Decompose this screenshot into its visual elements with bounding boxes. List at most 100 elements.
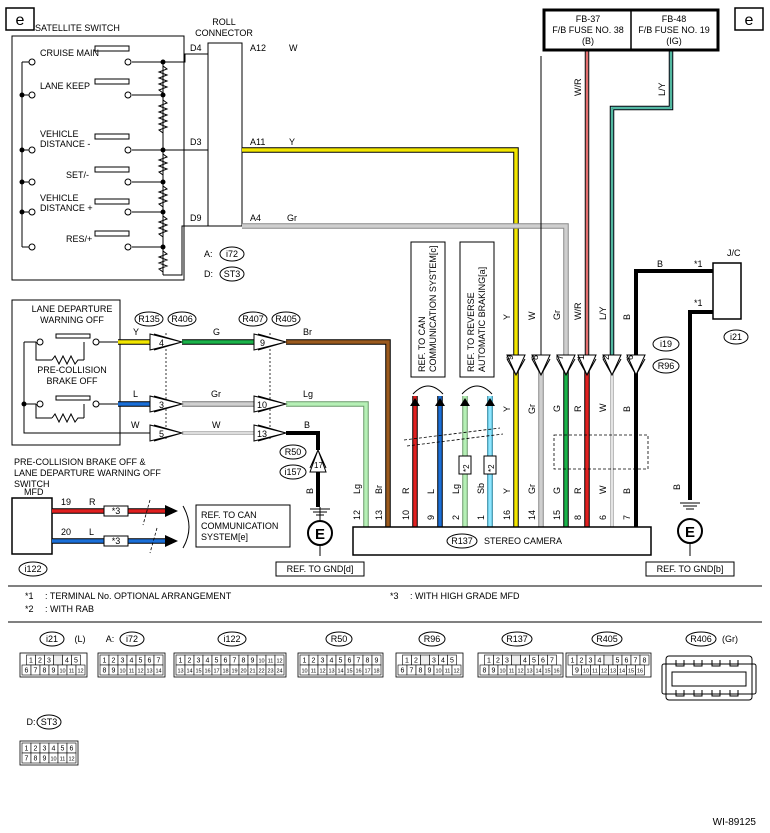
pin-number: 3 xyxy=(432,658,436,665)
pin-number: 12 xyxy=(137,669,143,675)
pin-number: 2 xyxy=(580,658,584,665)
svg-text:1: 1 xyxy=(576,355,586,360)
ref-r406: R406 xyxy=(171,314,193,324)
svg-text:*2: *2 xyxy=(25,604,34,614)
pin-number: 24 xyxy=(276,669,282,675)
pin-cell xyxy=(420,654,430,666)
ref-i157: i157 xyxy=(284,467,301,477)
svg-text:13: 13 xyxy=(257,429,267,439)
svg-text:W/R: W/R xyxy=(573,78,583,96)
pin-number: 5 xyxy=(74,658,78,665)
ref-r135: R135 xyxy=(138,314,160,324)
pin-number: 6 xyxy=(348,658,352,665)
mfd-unit: MFD i122 *3 *3 19 R 20 L REF. TO CAN COM… xyxy=(11,487,291,577)
ref-i72: i72 xyxy=(226,249,238,259)
pin-number: 12 xyxy=(517,669,523,675)
svg-text:REF. TO REVERSE: REF. TO REVERSE xyxy=(466,292,476,372)
svg-text:W: W xyxy=(598,485,608,494)
svg-text:Lg: Lg xyxy=(451,484,461,494)
svg-text:R405: R405 xyxy=(596,634,618,644)
svg-text:COMMUNICATION: COMMUNICATION xyxy=(201,521,278,531)
pin-number: 3 xyxy=(121,658,125,665)
svg-text:A11: A11 xyxy=(250,137,265,147)
pin-number: 7 xyxy=(357,658,361,665)
svg-text:Y: Y xyxy=(502,488,512,494)
svg-text:J/C: J/C xyxy=(727,248,741,258)
svg-text:W: W xyxy=(131,420,140,430)
pin-cell xyxy=(75,664,86,676)
fuse-box: FB-37 F/B FUSE NO. 38 (B) FB-48 F/B FUSE… xyxy=(542,8,720,52)
svg-text:Y: Y xyxy=(289,137,295,147)
joint-connector: J/C B *1 *1 i21 B xyxy=(634,248,749,500)
svg-text:6: 6 xyxy=(598,515,608,520)
pin-cell xyxy=(153,664,164,676)
ref-r137: R137 xyxy=(451,536,473,546)
svg-text:B: B xyxy=(622,406,632,412)
svg-text:L: L xyxy=(426,489,436,494)
pin-cell xyxy=(53,654,63,666)
pin-number: 11 xyxy=(60,757,66,763)
pin-number: 17 xyxy=(364,669,370,675)
pin-number: 9 xyxy=(112,668,116,675)
svg-text:ST3: ST3 xyxy=(41,717,58,727)
pin-number: 15 xyxy=(346,669,352,675)
svg-text:: WITH HIGH GRADE MFD: : WITH HIGH GRADE MFD xyxy=(410,591,520,601)
pin-number: 2 xyxy=(496,658,500,665)
ref-can-c-box: REF. TO CAN COMMUNICATION SYSTEM[c] xyxy=(410,241,446,395)
notes: *1 : TERMINAL No. OPTIONAL ARRANGEMENT *… xyxy=(25,591,520,614)
svg-text:D3: D3 xyxy=(190,137,202,147)
svg-text:Y: Y xyxy=(133,327,139,337)
pin-cell xyxy=(551,664,562,676)
pin-number: 18 xyxy=(222,669,228,675)
pin-number: 13 xyxy=(177,669,183,675)
pin-number: 6 xyxy=(70,746,74,753)
pin-number: 13 xyxy=(526,669,532,675)
ref-rab-box: REF. TO REVERSE AUTOMATIC BRAKING[a] xyxy=(459,241,495,395)
page-tag-right: e xyxy=(734,7,764,31)
pin-number: 9 xyxy=(251,658,255,665)
pin-number: 7 xyxy=(157,658,161,665)
pin-number: 4 xyxy=(441,658,445,665)
pin-number: 11 xyxy=(445,669,451,675)
pin-number: 8 xyxy=(43,668,47,675)
ground-left: E REF. TO GND[d] xyxy=(275,507,365,577)
pin-number: 1 xyxy=(487,658,491,665)
pin-number: 13 xyxy=(146,669,152,675)
svg-text:Gr: Gr xyxy=(527,484,537,494)
pin-number: 6 xyxy=(148,658,152,665)
svg-text:R50: R50 xyxy=(331,634,348,644)
pin-number: 8 xyxy=(242,658,246,665)
r406-connector-drawing xyxy=(661,655,757,701)
svg-text:A12: A12 xyxy=(250,43,266,53)
svg-text:W: W xyxy=(212,420,221,430)
svg-text:7: 7 xyxy=(622,515,632,520)
pin-number: 7 xyxy=(25,756,29,763)
svg-text:G: G xyxy=(552,487,562,494)
svg-text:i21: i21 xyxy=(46,634,58,644)
svg-text:1: 1 xyxy=(476,515,486,520)
pin-number: 17 xyxy=(213,669,219,675)
svg-text:6: 6 xyxy=(625,355,635,360)
ref-i21: i21 xyxy=(730,332,742,342)
svg-text:CONNECTOR: CONNECTOR xyxy=(195,28,253,38)
svg-text:Sb: Sb xyxy=(476,483,486,494)
roll-connector: ROLL CONNECTOR D4 D3 D9 A12 A11 A4 W Y G… xyxy=(163,17,298,282)
svg-text:W: W xyxy=(289,43,298,53)
pin-number: 4 xyxy=(523,658,527,665)
svg-text:Lg: Lg xyxy=(303,389,313,399)
pin-number: 14 xyxy=(619,669,625,675)
pin-number: 2 xyxy=(38,658,42,665)
pin-number: 14 xyxy=(155,669,161,675)
svg-text:e: e xyxy=(16,12,25,29)
svg-text:W: W xyxy=(598,403,608,412)
svg-text:B: B xyxy=(622,314,632,320)
svg-text:D:: D: xyxy=(27,717,36,727)
svg-text:(Gr): (Gr) xyxy=(722,634,738,644)
svg-text:B: B xyxy=(672,484,682,490)
svg-text:(IG): (IG) xyxy=(666,36,682,46)
svg-text:R: R xyxy=(573,405,583,412)
